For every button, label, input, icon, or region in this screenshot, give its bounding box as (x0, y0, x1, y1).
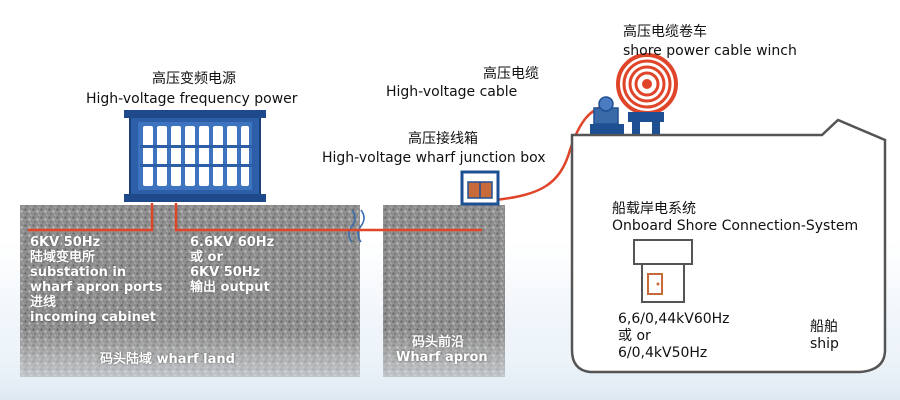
ship-label-cn: 船舶 (810, 319, 838, 335)
junction-box-label-cn: 高压接线箱 (408, 131, 478, 147)
break-symbol (348, 209, 365, 243)
hv-cable-label-en: High-voltage cable (386, 84, 518, 100)
frequency-power-container (124, 110, 266, 202)
ship-voltage-line3: 6/0,4kV50Hz (618, 345, 708, 361)
winch-label-en: shore power cable winch (623, 43, 797, 59)
output-text-2: 或 or (190, 250, 223, 265)
onboard-label-cn: 船载岸电系统 (612, 201, 696, 217)
onboard-cabinet (633, 239, 693, 303)
wharf-apron-label-cn: 码头前沿 (412, 335, 465, 350)
junction-box-label-en: High-voltage wharf junction box (322, 150, 546, 166)
wharf-land-label: 码头陆域 wharf land (100, 352, 235, 367)
output-text-4: 输出 output (190, 280, 270, 295)
onboard-label-en: Onboard Shore Connection-System (612, 218, 859, 234)
ship-label-en: ship (810, 336, 839, 352)
freq-power-label-cn: 高压变频电源 (152, 71, 236, 87)
substation-text-4: wharf apron ports (30, 280, 163, 295)
ship-hull (570, 118, 887, 374)
hv-cable-label-cn: 高压电缆 (483, 66, 539, 82)
output-text-1: 6.6KV 60Hz (190, 235, 275, 250)
cable-winch (590, 53, 678, 134)
substation-text-1: 6KV 50Hz (30, 235, 101, 250)
winch-label-cn: 高压电缆卷车 (623, 24, 707, 40)
substation-text-5: 进线 (30, 295, 57, 310)
freq-power-label-en: High-voltage frequency power (86, 91, 298, 107)
cable (28, 103, 607, 232)
ship-voltage-line1: 6,6/0,44kV60Hz (618, 311, 730, 327)
substation-text-3: substation in (30, 265, 127, 280)
substation-text-6: incoming cabinet (30, 310, 156, 325)
wharf-apron-label-en: Wharf apron (396, 350, 488, 365)
junction-box (460, 170, 500, 206)
substation-text-2: 陆域变电所 (30, 250, 96, 265)
output-text-3: 6KV 50Hz (190, 265, 261, 280)
ship-voltage-line2: 或 or (618, 328, 651, 344)
